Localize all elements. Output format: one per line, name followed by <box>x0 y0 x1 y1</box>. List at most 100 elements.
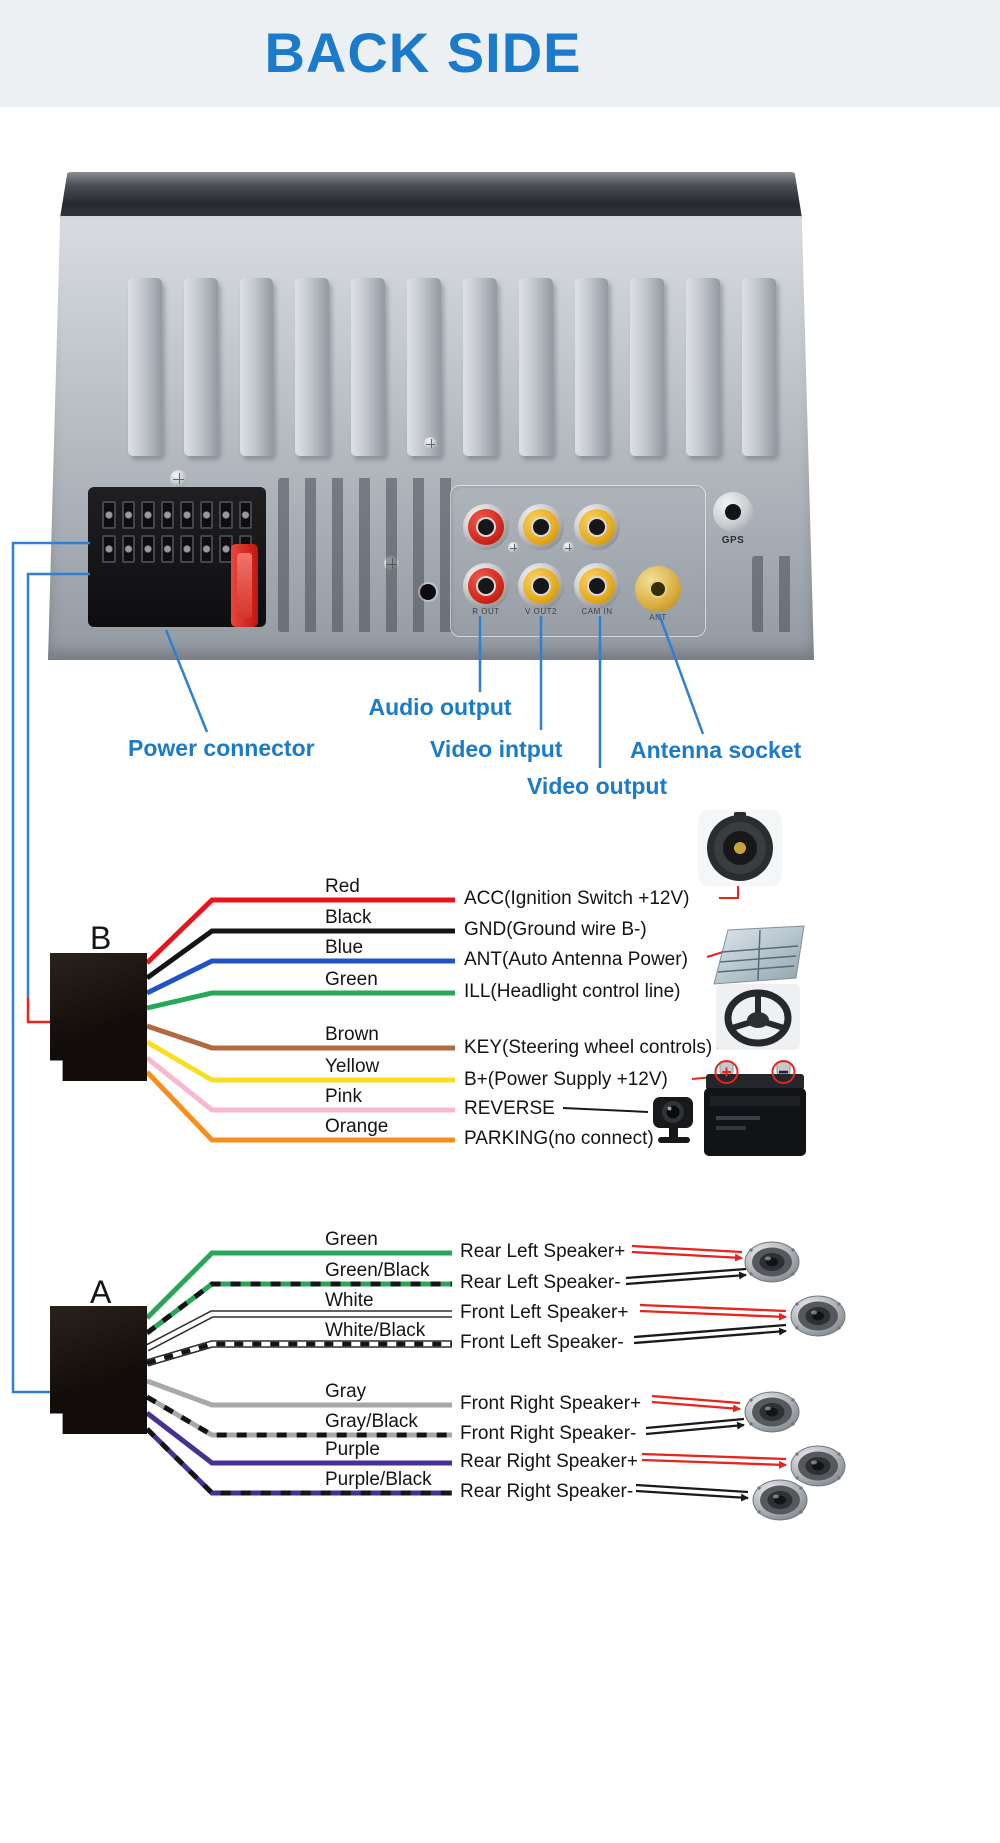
arrow-rear-right-minus <box>635 1483 748 1498</box>
wire-func-bplus: B+(Power Supply +12V) <box>464 1069 668 1090</box>
wire-func-key: KEY(Steering wheel controls) <box>464 1037 713 1058</box>
wire-name-a-gray: Gray <box>325 1381 367 1402</box>
arrow-rear-left-minus <box>625 1269 746 1286</box>
rear-camera-image <box>653 1097 693 1143</box>
wire-b-brown <box>146 1023 455 1051</box>
port-label-v-out2: V OUT2 <box>525 607 557 616</box>
wire-name-a-white: White <box>325 1290 374 1311</box>
port-label-ant: ANT <box>649 613 667 622</box>
antenna-socket-port <box>635 566 681 612</box>
harness-line-to-b-lower <box>26 998 50 1024</box>
speaker-rear-left-icon <box>742 1238 802 1286</box>
fin <box>407 278 441 456</box>
wire-func-rear-right-minus: Rear Right Speaker- <box>460 1481 634 1502</box>
wire-name-brown: Brown <box>325 1024 379 1045</box>
wire-func-front-left-plus: Front Left Speaker+ <box>460 1302 629 1323</box>
wire-b-black <box>145 928 455 981</box>
battery-minus-circle <box>771 1060 796 1084</box>
wire-name-black: Black <box>325 907 372 928</box>
rear-camera-shapes <box>653 1097 693 1143</box>
pin <box>160 535 174 563</box>
steering-wheel-shapes <box>716 984 800 1050</box>
callout-audio-output: Audio output <box>368 694 512 720</box>
wire-name-blue: Blue <box>325 937 364 958</box>
wire-b-blue <box>145 958 455 996</box>
rca-panel <box>450 485 706 637</box>
arrow-front-right-minus <box>645 1419 744 1436</box>
connector-a-label: A <box>90 1274 112 1310</box>
speaker-front-right-icon <box>742 1388 802 1436</box>
speaker-front-left-icon <box>788 1292 848 1340</box>
wire-b-yellow <box>145 1039 455 1083</box>
fuse-icon <box>231 544 258 627</box>
pin <box>199 501 213 529</box>
fin <box>742 278 776 456</box>
wire-b-orange <box>145 1070 455 1143</box>
pin <box>219 501 233 529</box>
pin <box>121 535 135 563</box>
pin <box>180 501 194 529</box>
line-reverse-to-camera <box>562 1107 649 1113</box>
pin <box>141 535 155 563</box>
pin <box>199 535 213 563</box>
wire-a-white-black-outline <box>145 1340 452 1367</box>
power-connector-pins <box>102 501 252 563</box>
wire-name-a-green-black: Green/Black <box>325 1260 430 1281</box>
wire-name-green: Green <box>325 969 378 990</box>
wire-a-white-black-stripe <box>146 1341 452 1366</box>
fin <box>462 278 497 456</box>
arrow-rear-left-plus <box>631 1244 742 1258</box>
arrow-front-left-minus <box>633 1325 786 1345</box>
connector-b-label: B <box>90 920 112 956</box>
fin <box>630 278 665 456</box>
port-label-cam-in: CAM IN <box>581 607 613 616</box>
pin <box>180 535 194 563</box>
rca-jack-yellow <box>574 504 620 550</box>
arrow-front-left-plus <box>639 1303 786 1317</box>
heatsink-fins <box>128 278 776 456</box>
callout-power-connector: Power connector <box>128 735 315 761</box>
screw-icon <box>508 542 519 553</box>
rca-jack-red <box>463 504 509 550</box>
mount-hole <box>420 584 436 600</box>
wire-name-yellow: Yellow <box>325 1056 380 1077</box>
gps-connector-port <box>713 492 753 532</box>
wire-name-pink: Pink <box>325 1086 362 1107</box>
wire-b-red <box>145 897 455 965</box>
callout-video-input: Video intput <box>430 736 563 762</box>
connector-a-block <box>50 1306 147 1434</box>
wire-func-acc: ACC(Ignition Switch +12V) <box>464 888 690 909</box>
battery-shapes <box>704 1060 806 1156</box>
pin <box>160 501 174 529</box>
screw-icon <box>563 542 574 553</box>
fin <box>351 278 386 456</box>
wire-func-rear-right-plus: Rear Right Speaker+ <box>460 1451 638 1472</box>
pin <box>121 501 135 529</box>
wire-func-reverse: REVERSE <box>464 1098 555 1119</box>
fin <box>295 278 330 456</box>
wire-func-ant: ANT(Auto Antenna Power) <box>464 949 688 970</box>
wire-a-white-black <box>146 1341 452 1366</box>
rca-jack-red <box>463 563 509 609</box>
arrow-rear-right-plus <box>641 1452 786 1465</box>
port-label-gps: GPS <box>721 535 745 546</box>
fin <box>239 278 274 456</box>
windshield-shapes <box>713 925 805 985</box>
wire-name-a-purple: Purple <box>325 1439 380 1460</box>
wire-name-a-gray-black: Gray/Black <box>325 1411 418 1432</box>
wire-func-parking: PARKING(no connect) <box>464 1128 654 1149</box>
battery-plus-circle <box>714 1060 739 1084</box>
wire-name-a-green: Green <box>325 1229 378 1250</box>
arrow-front-right-plus <box>651 1394 740 1409</box>
wire-name-a-white-black: White/Black <box>325 1320 426 1341</box>
speaker-rear-right-minus-icon <box>750 1476 810 1524</box>
antenna-plug-image <box>698 810 782 886</box>
fin <box>518 278 553 456</box>
rca-jack-yellow <box>518 504 564 550</box>
port-label-r-out: R OUT <box>472 607 500 616</box>
steering-wheel-image <box>716 984 800 1050</box>
vent-slots <box>278 478 464 632</box>
wire-func-front-right-plus: Front Right Speaker+ <box>460 1393 642 1414</box>
battery-plus-sign <box>722 1067 731 1077</box>
